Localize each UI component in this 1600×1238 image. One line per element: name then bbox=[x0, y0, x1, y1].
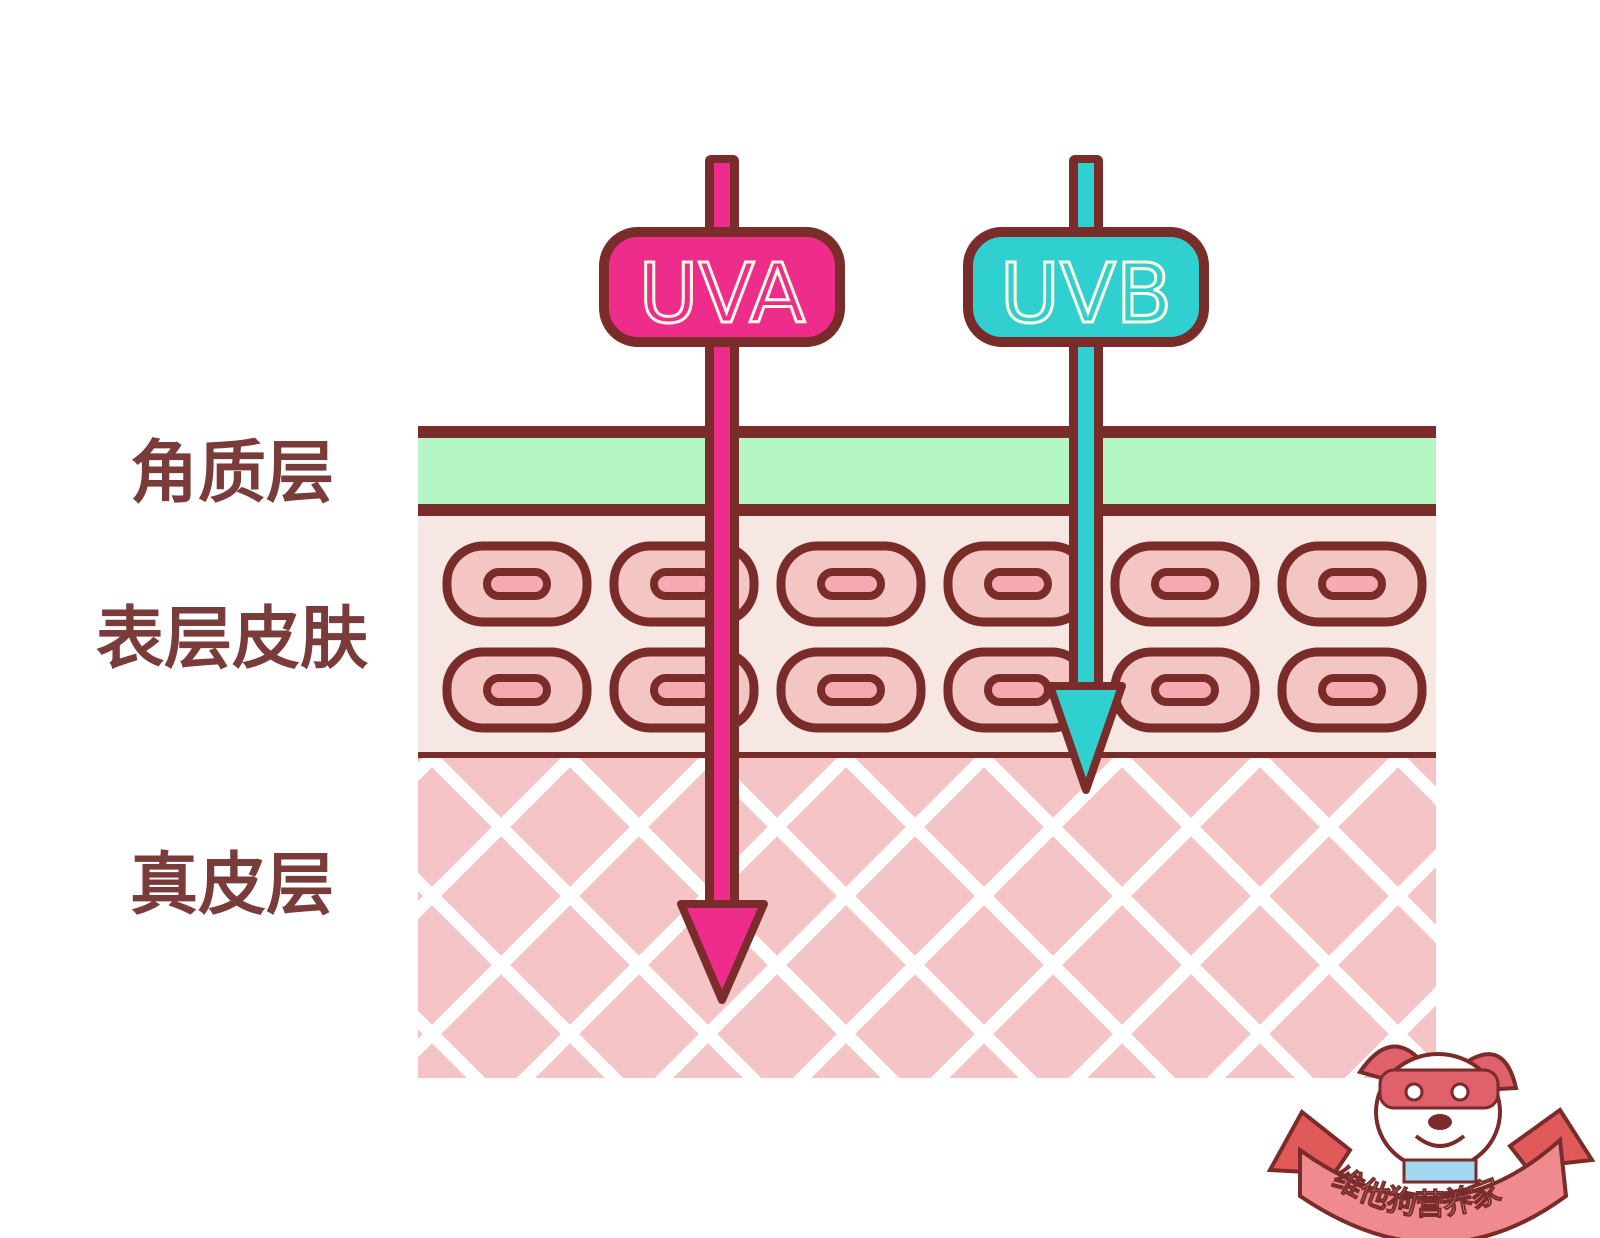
dermis-fiber bbox=[516, 758, 851, 1078]
cell-nucleus bbox=[1318, 568, 1386, 600]
uva-ray: UVA bbox=[599, 155, 845, 1004]
epidermis-cell bbox=[1110, 647, 1260, 733]
uvb-label: UVB bbox=[1000, 247, 1172, 342]
dermis-fiber bbox=[1068, 758, 1403, 1078]
dermis-label: 真皮层 bbox=[129, 846, 334, 925]
dermis-fiber bbox=[418, 758, 575, 920]
epidermis-label: 表层皮肤 bbox=[95, 600, 368, 679]
cell-nucleus bbox=[817, 568, 885, 600]
uva-label: UVA bbox=[639, 247, 806, 342]
cell-nucleus bbox=[817, 674, 885, 706]
dermis-fiber bbox=[654, 758, 989, 1078]
dermis-fiber bbox=[1344, 986, 1436, 1078]
dermis-fiber bbox=[0, 758, 18, 1088]
dermis-fiber bbox=[1482, 758, 1600, 1088]
cell-nucleus bbox=[1151, 568, 1219, 600]
epidermis-cell bbox=[776, 647, 926, 733]
cell-nucleus bbox=[984, 674, 1052, 706]
dermis-fiber bbox=[1206, 848, 1436, 1078]
dermis-fiber bbox=[792, 758, 1127, 1078]
cell-nucleus bbox=[483, 568, 551, 600]
uvb-arrowhead bbox=[1046, 682, 1126, 794]
uvb-ray: UVB bbox=[963, 155, 1209, 794]
dermis-fiber bbox=[930, 758, 1265, 1078]
epidermis-cell bbox=[943, 541, 1093, 627]
uva-tag bbox=[599, 227, 845, 347]
epidermis-cell bbox=[442, 541, 592, 627]
cell-nucleus bbox=[984, 568, 1052, 600]
dermis-fiber bbox=[418, 758, 713, 1058]
epidermis-cell bbox=[442, 647, 592, 733]
dermis-fiber bbox=[1255, 758, 1436, 944]
epidermis-cell bbox=[776, 541, 926, 627]
stratum-corneum-label: 角质层 bbox=[129, 434, 334, 513]
stratum-corneum-layer bbox=[418, 426, 1436, 516]
cell-nucleus bbox=[1151, 674, 1219, 706]
dermis-layer bbox=[0, 758, 1600, 1088]
epidermis-cell bbox=[1277, 647, 1427, 733]
epidermis-cells bbox=[442, 541, 1427, 733]
uva-arrowhead bbox=[677, 900, 768, 1004]
epidermis-cell bbox=[1277, 541, 1427, 627]
epidermis-layer bbox=[418, 516, 1436, 764]
dermis-fiber bbox=[1536, 758, 1600, 1088]
cell-nucleus bbox=[483, 674, 551, 706]
cell-nucleus bbox=[1318, 674, 1386, 706]
epidermis-cell bbox=[1110, 541, 1260, 627]
uvb-tag bbox=[963, 227, 1209, 347]
watermark-logo: 维他狗营养家 bbox=[1266, 1044, 1596, 1238]
